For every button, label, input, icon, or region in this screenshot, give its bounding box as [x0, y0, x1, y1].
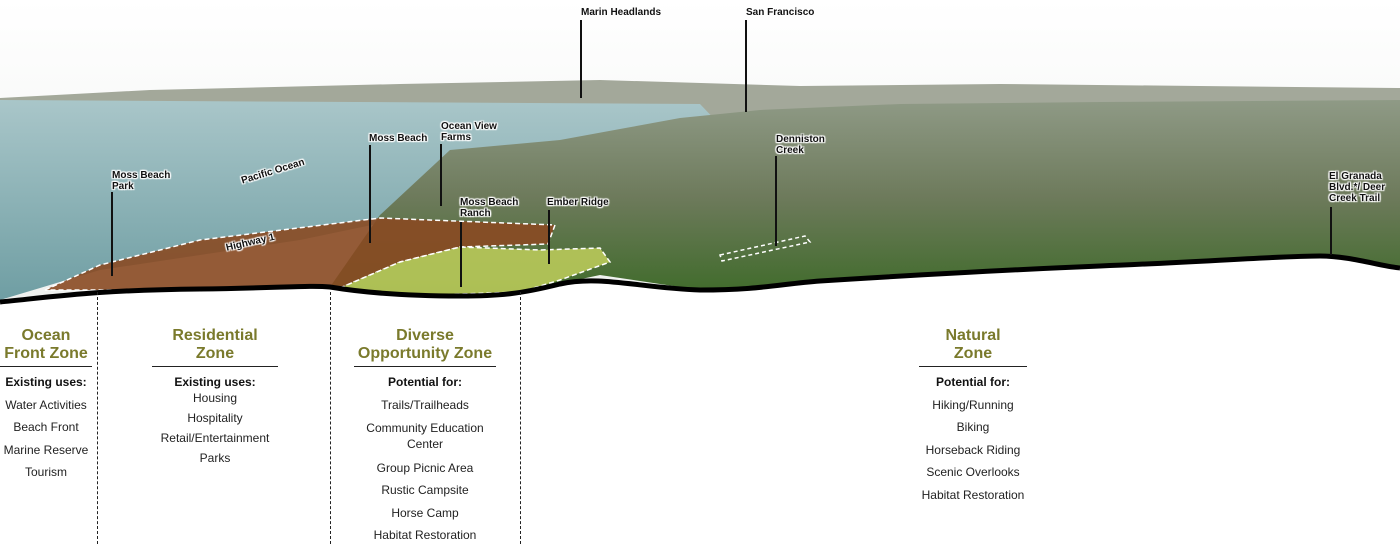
zone-item: Group Picnic Area [376, 460, 474, 475]
leader-moss-beach-park [111, 192, 113, 276]
denniston-creek-area [719, 235, 812, 262]
zone-item: Water Activities [5, 397, 87, 412]
aerial-landscape [0, 0, 1400, 310]
zone-item: Community Education Center [366, 421, 484, 451]
leader-denniston [775, 156, 777, 246]
leader-moss-beach [369, 145, 371, 243]
zone-item: Trails/Trailheads [381, 397, 469, 412]
zone-subtitle: Existing uses: [174, 375, 256, 389]
hills [330, 100, 1400, 296]
label-moss-beach-ranch: Moss Beach Ranch [460, 197, 519, 219]
leader-ember-ridge [548, 210, 550, 264]
label-denniston-creek: Denniston Creek [776, 134, 825, 156]
zone-item: Tourism [24, 465, 67, 479]
zone-item: Habitat Restoration [921, 487, 1025, 502]
zone-item: Habitat Restoration [373, 528, 477, 542]
zone-title: Natural Zone [919, 327, 1027, 367]
zone-title: Ocean Front Zone [0, 327, 92, 367]
zone-item: Marine Reserve [3, 442, 89, 457]
label-ocean-view-farms: Ocean View Farms [441, 121, 497, 143]
zone-item: Hiking/Running [932, 397, 1014, 412]
zone-title: Residential Zone [152, 327, 278, 367]
leader-ocean-view [440, 144, 442, 206]
label-san-francisco: San Francisco [746, 7, 815, 18]
zone-item: Parks [199, 451, 231, 465]
zone-item: Retail/Entertainment [160, 431, 270, 445]
opportunity-zone-area [337, 246, 612, 297]
zone-residential: Residential Zone Existing uses: Housing … [145, 327, 285, 465]
label-ember-ridge: Ember Ridge [547, 197, 609, 208]
zone-divider [330, 292, 331, 544]
zone-item: Beach Front [13, 420, 79, 434]
zone-item: Horseback Riding [925, 442, 1021, 457]
zone-item: Rustic Campsite [381, 483, 469, 497]
zone-item: Housing [192, 391, 238, 405]
leader-moss-beach-ranch [460, 222, 462, 287]
zone-subtitle: Existing uses: [5, 375, 87, 389]
zone-item: Horse Camp [391, 505, 459, 520]
zone-item: Hospitality [187, 411, 243, 425]
zone-item: Biking [956, 420, 990, 434]
leader-sf [745, 20, 747, 112]
label-moss-beach: Moss Beach [369, 133, 428, 144]
zone-subtitle: Potential for: [936, 375, 1010, 389]
zone-item: Scenic Overlooks [926, 465, 1020, 479]
zone-subtitle: Potential for: [388, 375, 462, 389]
zone-title: Diverse Opportunity Zone [353, 327, 497, 367]
zone-divider [520, 292, 521, 544]
label-marin-headlands: Marin Headlands [581, 7, 662, 18]
zone-diverse-opportunity: Diverse Opportunity Zone Potential for: … [345, 327, 505, 542]
zone-ocean-front: Ocean Front Zone Existing uses: Water Ac… [0, 327, 92, 479]
zone-divider [97, 292, 98, 544]
zone-natural: Natural Zone Potential for: Hiking/Runni… [893, 327, 1053, 502]
leader-marin [580, 20, 582, 98]
label-moss-beach-park: Moss Beach Park [112, 170, 171, 192]
leader-el-granada [1330, 207, 1332, 255]
label-el-granada: El Granada Blvd.*/ Deer Creek Trail [1329, 171, 1386, 204]
ground-line [0, 253, 1400, 305]
